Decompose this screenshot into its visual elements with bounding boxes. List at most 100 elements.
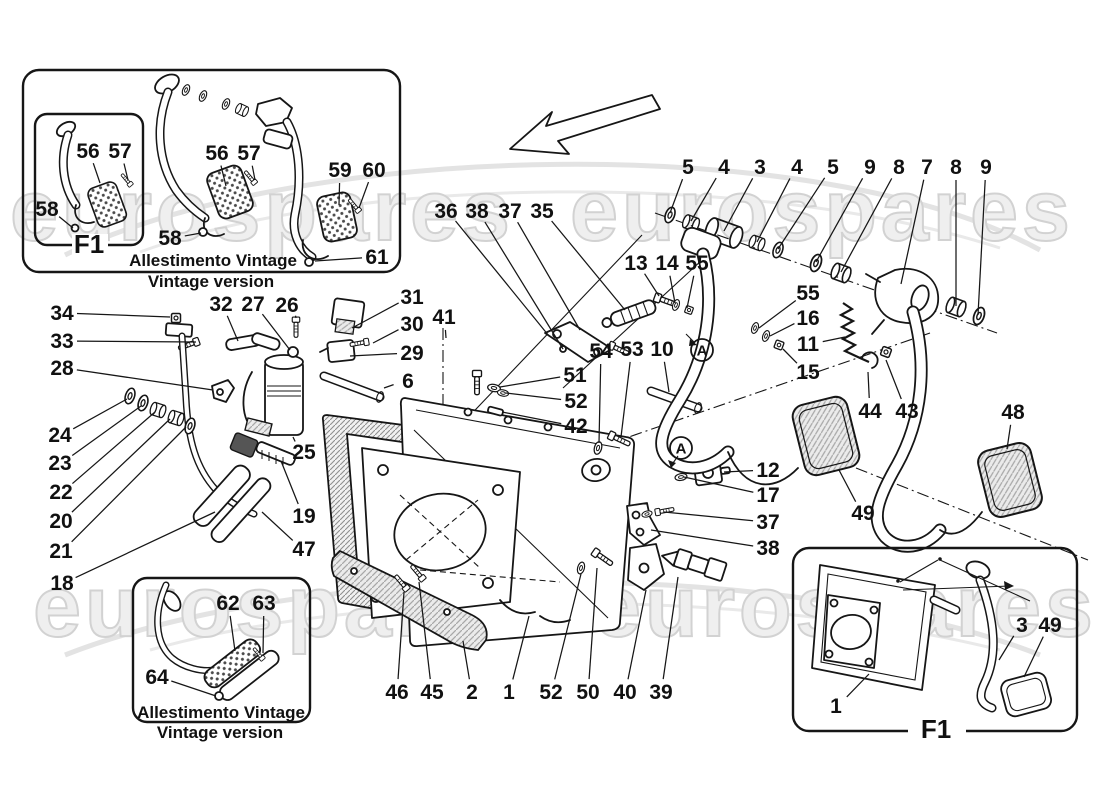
part-number-label: 8: [893, 156, 905, 179]
part-number-label: 19: [292, 505, 315, 528]
f1-small-figure-label: F1: [74, 229, 104, 259]
leader-line: [76, 369, 214, 391]
leader-line: [554, 573, 582, 680]
part-number-label: 32: [209, 293, 232, 316]
leader-line: [686, 275, 695, 309]
part-number-label: 52: [564, 390, 587, 413]
leader-line: [455, 220, 550, 337]
part-number-label: 55: [796, 282, 820, 305]
leader-line: [349, 353, 398, 357]
leader-line: [846, 673, 870, 698]
part-number-label: 58: [158, 227, 182, 250]
leader-line: [72, 398, 128, 430]
part-number-label: 21: [49, 540, 73, 563]
leader-line: [262, 615, 265, 654]
part-number-label: 45: [420, 681, 444, 704]
part-number-label: 36: [434, 200, 457, 223]
vintage-pedals-drawing: [154, 73, 363, 267]
part-number-label: 9: [864, 156, 876, 179]
inset-frames: [21, 68, 1079, 743]
leader-line: [669, 275, 676, 304]
part-number-label: 6: [402, 370, 414, 393]
part-number-label: 2: [466, 681, 478, 704]
part-number-label: 1: [830, 695, 842, 718]
part-number-label: 34: [50, 302, 74, 325]
leader-line: [372, 329, 399, 344]
label-mask: [908, 717, 966, 743]
leader-line: [171, 680, 217, 697]
leader-line: [900, 179, 925, 285]
detail-marker-label: A: [697, 343, 708, 360]
part-number-label: 50: [576, 681, 599, 704]
part-number-label: 57: [108, 140, 131, 163]
leader-line: [1023, 636, 1044, 678]
part-number-label: 18: [50, 572, 74, 595]
leader-line: [75, 511, 216, 579]
leader-line: [885, 359, 902, 400]
leader-line: [338, 182, 341, 206]
leader-line: [351, 302, 399, 329]
retaining-clip: [861, 351, 879, 369]
part-number-label: 62: [216, 592, 239, 615]
leader-line: [484, 221, 564, 350]
part-number-label: 64: [145, 666, 169, 689]
leader-line: [598, 363, 602, 444]
part-number-label: 44: [858, 400, 882, 423]
part-number-label: 4: [718, 156, 730, 179]
clutch-pedal-drawing: [838, 267, 1043, 553]
part-number-label: 52: [539, 681, 562, 704]
leader-line: [123, 163, 129, 181]
leader-line: [815, 177, 864, 263]
leader-line: [71, 426, 187, 543]
leader-line: [280, 460, 299, 505]
leader-line: [58, 216, 74, 229]
leader-line: [261, 511, 294, 541]
part-number-label: 26: [275, 294, 298, 317]
vintage-bottom-caption-english: Vintage version: [157, 723, 283, 742]
part-number-label: 12: [756, 459, 779, 482]
part-number-label: 61: [365, 246, 389, 269]
f1-pedal-assembly-drawing: [811, 557, 1053, 718]
floor-bracket: [330, 549, 488, 651]
leader-line: [220, 165, 227, 187]
leader-line: [769, 323, 795, 337]
leader-line: [756, 178, 791, 243]
part-number-label: 49: [1038, 614, 1061, 637]
vintage-top-caption-english: Vintage version: [148, 272, 274, 291]
part-number-label: 55: [685, 252, 709, 275]
part-number-label: 58: [35, 198, 59, 221]
car-silhouette-swoosh-top: [63, 161, 1042, 258]
leader-line: [620, 361, 631, 438]
leader-line: [512, 615, 530, 680]
leader-line: [71, 418, 171, 513]
part-number-label: 1: [503, 681, 515, 704]
part-number-label: 4: [791, 156, 803, 179]
leader-line: [499, 376, 561, 388]
part-number-label: 56: [205, 142, 228, 165]
part-number-label: 59: [328, 159, 351, 182]
part-number-label: 14: [655, 252, 679, 275]
leader-line: [72, 411, 156, 485]
leader-line: [358, 181, 370, 209]
stop-light-switch: [661, 548, 728, 582]
part-number-label: 29: [400, 342, 423, 365]
leader-line: [501, 411, 562, 425]
return-spring: [838, 302, 870, 364]
part-number-label: 37: [756, 511, 779, 534]
leader-line: [229, 615, 236, 652]
watermark-text: eurospares: [570, 163, 1074, 259]
leader-line: [76, 340, 197, 343]
part-number-label: 5: [682, 156, 694, 179]
part-number-label: 16: [796, 307, 819, 330]
part-number-label: 41: [432, 306, 456, 329]
part-number-label: 20: [49, 510, 72, 533]
leader-line: [998, 635, 1015, 661]
car-silhouette-swoosh-top-inner: [139, 190, 1001, 254]
leader-line: [840, 178, 893, 273]
leader-line: [184, 232, 202, 237]
floor-bracket-hole: [443, 608, 451, 616]
part-number-label: 27: [241, 293, 264, 316]
